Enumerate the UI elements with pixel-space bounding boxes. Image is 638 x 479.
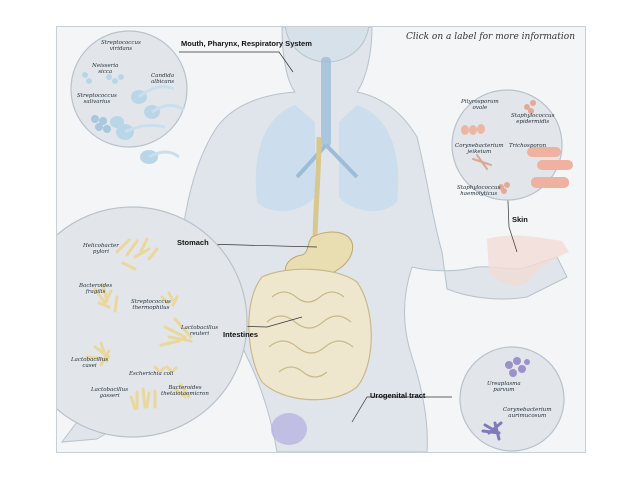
label-intestines[interactable]: Intestines — [223, 330, 258, 339]
organism-trichosporon[interactable]: Trichosporon — [509, 143, 546, 149]
leader-mouth — [179, 52, 293, 72]
label-stomach[interactable]: Stomach — [177, 238, 209, 247]
instruction-hint: Click on a label for more information — [406, 32, 575, 42]
trachea — [321, 57, 331, 147]
intestines-organ — [249, 269, 371, 400]
label-urogenital-tract[interactable]: Urogenital tract — [370, 391, 425, 400]
anatomy-figure: Click on a label for more information Mo… — [56, 26, 586, 453]
label-mouth-pharynx-respiratory[interactable]: Mouth, Pharynx, Respiratory System — [181, 39, 312, 48]
label-skin[interactable]: Skin — [512, 215, 528, 224]
uterus — [271, 413, 307, 445]
organism-escherichia-coli[interactable]: Escherichia coli — [129, 371, 173, 377]
